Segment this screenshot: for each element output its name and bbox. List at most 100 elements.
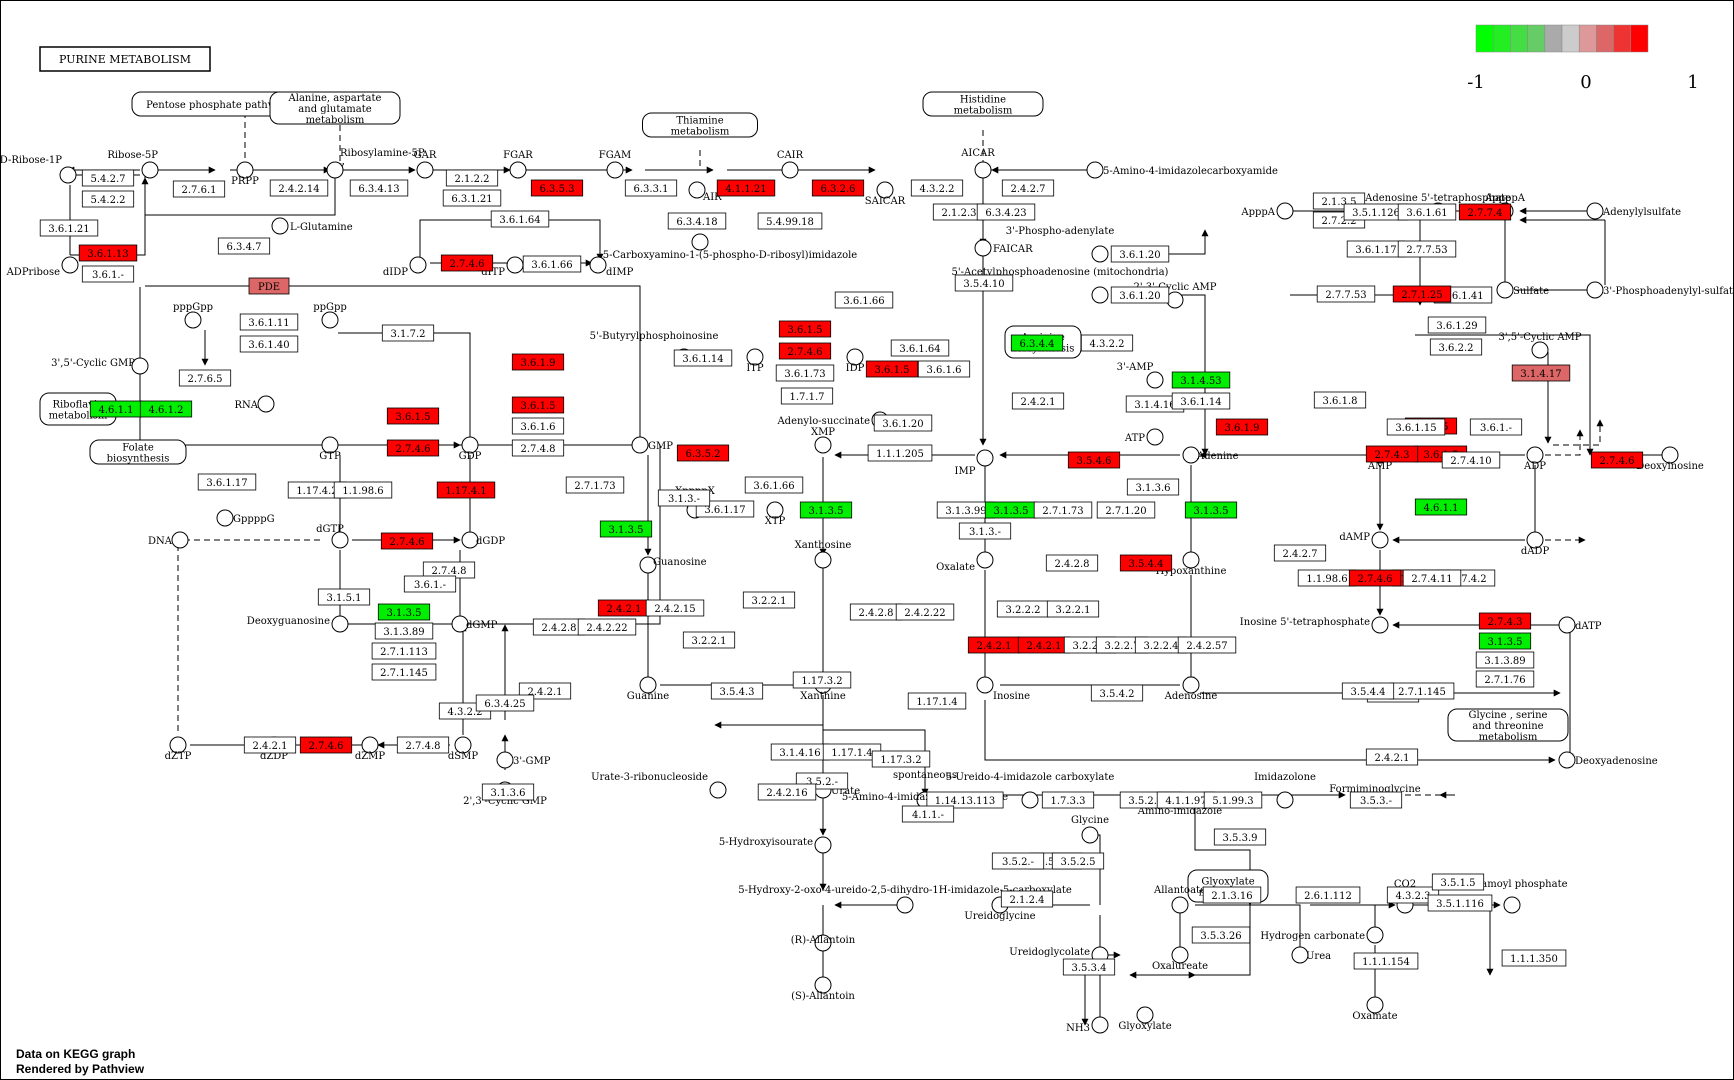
enzyme-box[interactable]: 3.1.4.17	[1511, 364, 1571, 382]
enzyme-box[interactable]: 2.4.2.15	[645, 599, 705, 617]
enzyme-box[interactable]: 3.1.3.89	[374, 622, 434, 640]
enzyme-box[interactable]: 2.4.2.8	[532, 618, 586, 636]
enzyme-box[interactable]: 2.4.2.1	[1017, 636, 1071, 654]
enzyme-box[interactable]: 3.6.1.-	[403, 575, 457, 593]
enzyme-box[interactable]: 3.1.3.5	[984, 501, 1038, 519]
enzyme-box[interactable]: 3.6.1.66	[834, 291, 894, 309]
enzyme-box[interactable]: 1.1.98.6	[333, 481, 393, 499]
enzyme-box[interactable]: 2.7.1.113	[371, 642, 437, 660]
enzyme-box[interactable]: 3.6.1.17	[1346, 240, 1406, 258]
enzyme-box[interactable]: 2.4.2.8	[849, 603, 903, 621]
enzyme-box[interactable]: 3.1.4.53	[1171, 371, 1231, 389]
enzyme-box[interactable]: 2.1.2.4	[1000, 890, 1054, 908]
enzyme-box[interactable]: 2.7.4.10	[1441, 451, 1501, 469]
enzyme-box[interactable]: 3.1.3.6	[1126, 478, 1180, 496]
enzyme-box[interactable]: 3.6.1.66	[744, 476, 804, 494]
enzyme-box[interactable]: 3.6.1.14	[1171, 392, 1231, 410]
compound-node[interactable]: dADP	[1521, 531, 1550, 557]
compound-node[interactable]: ApppA	[1240, 202, 1294, 220]
enzyme-box[interactable]: 4.6.1.2	[139, 400, 193, 418]
enzyme-box[interactable]: 2.7.4.8	[511, 439, 565, 457]
enzyme-box[interactable]: 3.6.1.5	[865, 360, 919, 378]
enzyme-box[interactable]: 3.6.1.66	[522, 255, 582, 273]
enzyme-box[interactable]: 6.3.2.6	[811, 179, 865, 197]
enzyme-box[interactable]: 6.3.5.2	[676, 444, 730, 462]
enzyme-box[interactable]: 3.6.1.8	[1313, 391, 1367, 409]
compound-node[interactable]: L-Glutamine	[271, 217, 353, 235]
enzyme-box[interactable]: 2.4.2.1	[243, 736, 297, 754]
compound-node[interactable]: (R)-Allantoin	[791, 934, 856, 952]
compound-node[interactable]: (S)-Allantoin	[791, 976, 855, 1002]
enzyme-box[interactable]: 2.4.2.7	[1273, 544, 1327, 562]
enzyme-box[interactable]: 6.3.3.1	[624, 179, 678, 197]
enzyme-box[interactable]: 3.1.3.6	[481, 783, 535, 801]
enzyme-box[interactable]: 3.6.1.-	[1469, 418, 1523, 436]
compound-node[interactable]: Inosine 5'-tetraphosphate	[1240, 616, 1389, 634]
enzyme-box[interactable]: 3.6.1.21	[39, 219, 99, 237]
enzyme-box[interactable]: 3.1.3.5	[599, 520, 653, 538]
enzyme-box[interactable]: 3.6.1.17	[695, 500, 755, 518]
enzyme-box[interactable]: 3.6.1.15	[1386, 418, 1446, 436]
compound-node[interactable]: FGAR	[503, 150, 533, 179]
compound-node[interactable]: NH3	[1066, 1016, 1109, 1034]
enzyme-box[interactable]: 3.6.1.20	[1110, 286, 1170, 304]
compound-node[interactable]: Hypoxanthine	[1156, 551, 1227, 577]
compound-node[interactable]: XMP	[811, 427, 835, 454]
enzyme-box[interactable]: 1.14.13.113	[926, 791, 1004, 809]
compound-node[interactable]: Deoxyadenosine	[1558, 751, 1658, 769]
enzyme-box[interactable]: 3.6.1.13	[78, 244, 138, 262]
enzyme-box[interactable]: 3.5.3.4	[1062, 958, 1116, 976]
compound-node[interactable]: 5-Hydroxy-2-oxo-4-ureido-2,5-dihydro-1H-…	[738, 885, 1072, 914]
compound-node[interactable]: Ribosylamine-5P	[326, 148, 425, 179]
compound-node[interactable]: dATP	[1558, 616, 1602, 634]
enzyme-box[interactable]: 6.3.1.21	[442, 189, 502, 207]
compound-node[interactable]: Sulfate	[1496, 281, 1549, 299]
compound-node[interactable]: GAR	[414, 150, 437, 179]
enzyme-box[interactable]: 3.5.2.-	[991, 852, 1045, 870]
compound-node[interactable]: 3'-Phosphoadenylyl-sulfate	[1586, 281, 1734, 299]
compound-node[interactable]: Guanine	[627, 676, 669, 702]
enzyme-box[interactable]: 3.5.3.9	[1213, 828, 1267, 846]
enzyme-box[interactable]: 2.7.4.6	[299, 736, 353, 754]
compound-node[interactable]: IDP	[846, 348, 865, 374]
enzyme-box[interactable]: 3.5.3.-	[1349, 791, 1403, 809]
enzyme-box[interactable]: 1.1.1.205	[867, 444, 933, 462]
enzyme-box[interactable]: 3.2.2.1	[682, 631, 736, 649]
enzyme-box[interactable]: 2.7.7.4	[1458, 203, 1512, 221]
compound-node[interactable]: Oxalureate	[1152, 946, 1208, 972]
enzyme-box[interactable]: 3.6.1.73	[775, 364, 835, 382]
enzyme-box[interactable]: 3.1.3.5	[1478, 632, 1532, 650]
compound-node[interactable]: dSMP	[448, 736, 478, 762]
enzyme-box[interactable]: 3.5.4.6	[1067, 451, 1121, 469]
compound-node[interactable]: XTP	[765, 501, 786, 527]
enzyme-box[interactable]: 3.6.1.20	[1110, 245, 1170, 263]
enzyme-box[interactable]: 3.5.4.4	[1119, 554, 1173, 572]
enzyme-box[interactable]: 5.4.99.18	[757, 212, 823, 230]
enzyme-box[interactable]: 3.6.1.64	[490, 210, 550, 228]
enzyme-box[interactable]: 3.5.1.5	[1431, 873, 1485, 891]
compound-node[interactable]: ATP	[1124, 428, 1164, 446]
enzyme-box[interactable]: 2.4.2.16	[757, 783, 817, 801]
enzyme-box[interactable]: 1.7.3.3	[1041, 791, 1095, 809]
enzyme-box[interactable]: 3.1.4.16	[770, 743, 830, 761]
enzyme-box[interactable]: 2.4.2.8	[1045, 554, 1099, 572]
enzyme-box[interactable]: 1.17.3.2	[871, 750, 931, 768]
enzyme-box[interactable]: 3.6.1.14	[673, 349, 733, 367]
enzyme-box[interactable]: 3.6.1.17	[197, 473, 257, 491]
compound-node[interactable]: 3',5'-Cyclic GMP	[51, 357, 149, 375]
enzyme-box[interactable]: 3.6.1.40	[239, 335, 299, 353]
enzyme-box[interactable]: 2.7.1.25	[1392, 285, 1452, 303]
enzyme-box[interactable]: 3.6.1.6	[917, 360, 971, 378]
enzyme-box[interactable]: 2.7.1.73	[1033, 501, 1093, 519]
enzyme-box[interactable]: 4.1.1.21	[716, 179, 776, 197]
compound-node[interactable]: Glycine	[1071, 815, 1109, 844]
compound-node[interactable]: Adenylylsulfate	[1586, 202, 1681, 220]
enzyme-box[interactable]: 5.4.2.7	[81, 169, 135, 187]
enzyme-box[interactable]: 4.6.1.1	[89, 400, 143, 418]
compound-node[interactable]: Deoxyguanosine	[247, 615, 349, 633]
compound-node[interactable]: Guanosine	[639, 556, 707, 574]
